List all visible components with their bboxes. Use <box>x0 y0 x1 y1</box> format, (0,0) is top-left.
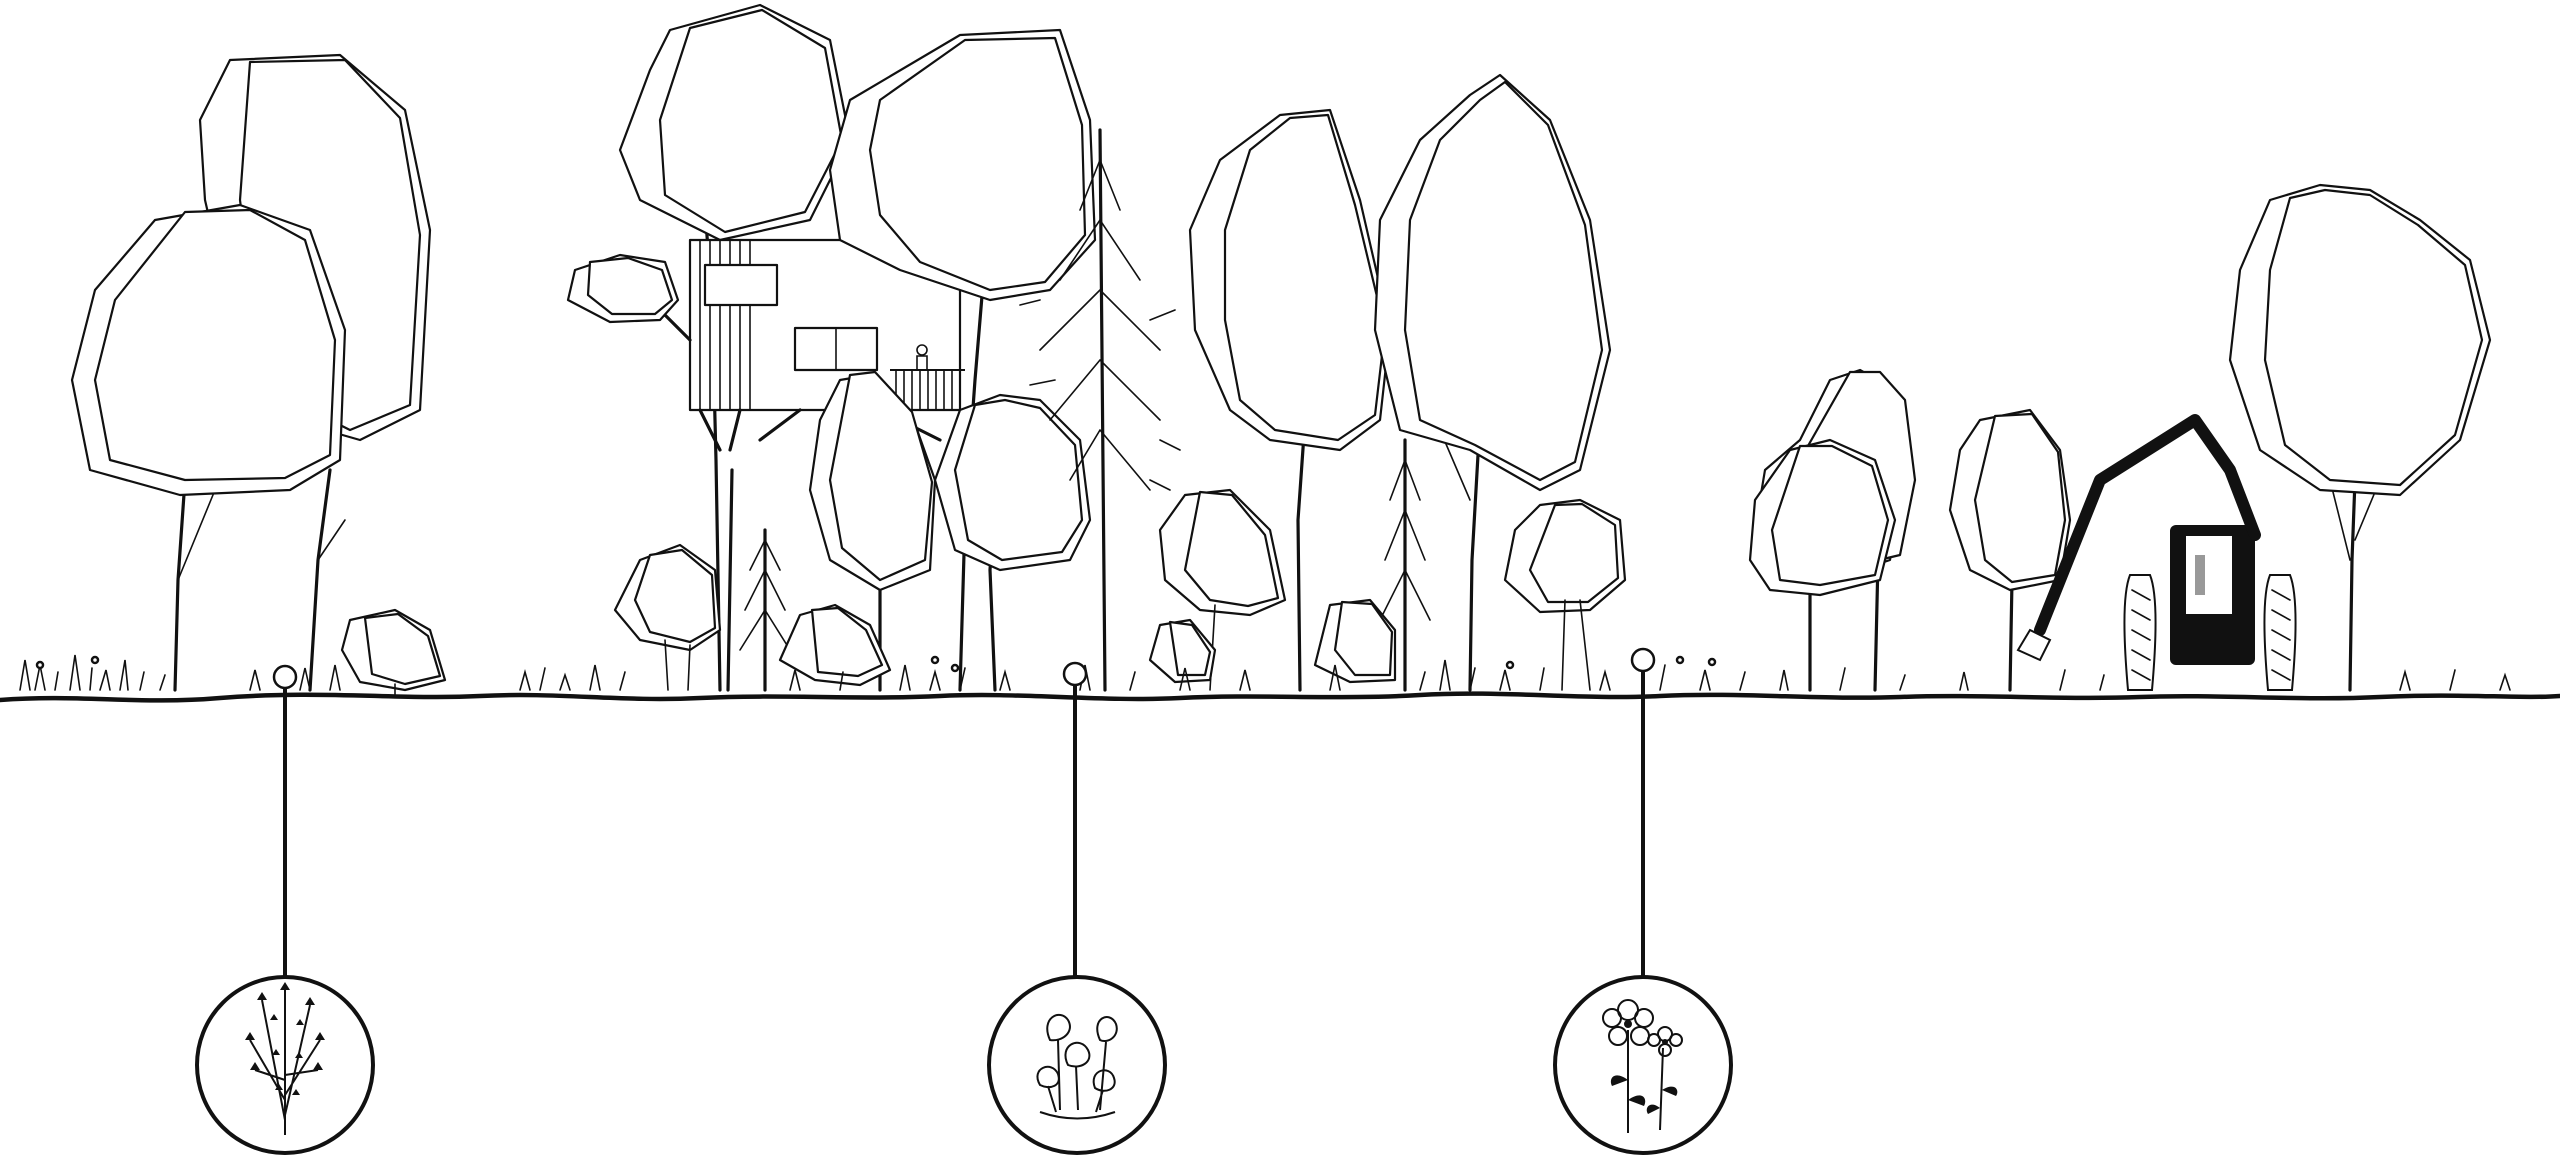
tree-mid-1 <box>808 370 937 692</box>
tree-right-3 <box>1948 408 2072 692</box>
forestry-harvester <box>2016 414 2297 691</box>
tree-center-1 <box>1188 108 1392 692</box>
callout-circle <box>987 975 1167 1155</box>
callout-flowers <box>1553 647 1733 1155</box>
shrub-mid-1 <box>613 543 722 691</box>
mushroom-cluster-icon <box>1036 1013 1118 1120</box>
tree-right-2 <box>1748 438 1897 692</box>
tree-treehouse-right <box>828 28 1097 692</box>
tree-treehouse-branch <box>566 253 692 342</box>
shrub-center-4 <box>1148 618 1217 684</box>
callout-circle <box>1553 975 1733 1155</box>
tree-treehouse-left <box>618 3 852 692</box>
callout-marker <box>1630 647 1656 673</box>
tree-mid-2 <box>933 393 1092 692</box>
callout-herb <box>195 664 375 1155</box>
tree-center-2 <box>1373 73 1612 692</box>
conifer-small-1 <box>739 528 791 692</box>
shrub-center-2 <box>1313 598 1397 684</box>
conifer-small-2 <box>1379 438 1431 692</box>
shrub-left <box>340 608 447 696</box>
sprig-icon <box>245 982 325 1135</box>
callout-mushrooms <box>987 661 1167 1155</box>
tree-left-front <box>70 203 347 692</box>
flower-icon <box>1602 999 1683 1133</box>
conifer-tall <box>1019 128 1181 692</box>
shrub-center-3 <box>1503 498 1627 691</box>
ground-line <box>0 691 2560 703</box>
tree-right-large <box>2228 183 2492 692</box>
callout-marker <box>1062 661 1088 687</box>
shrub-mid-2 <box>778 603 892 687</box>
callout-marker <box>272 664 298 690</box>
ground-flowers <box>35 655 1717 673</box>
